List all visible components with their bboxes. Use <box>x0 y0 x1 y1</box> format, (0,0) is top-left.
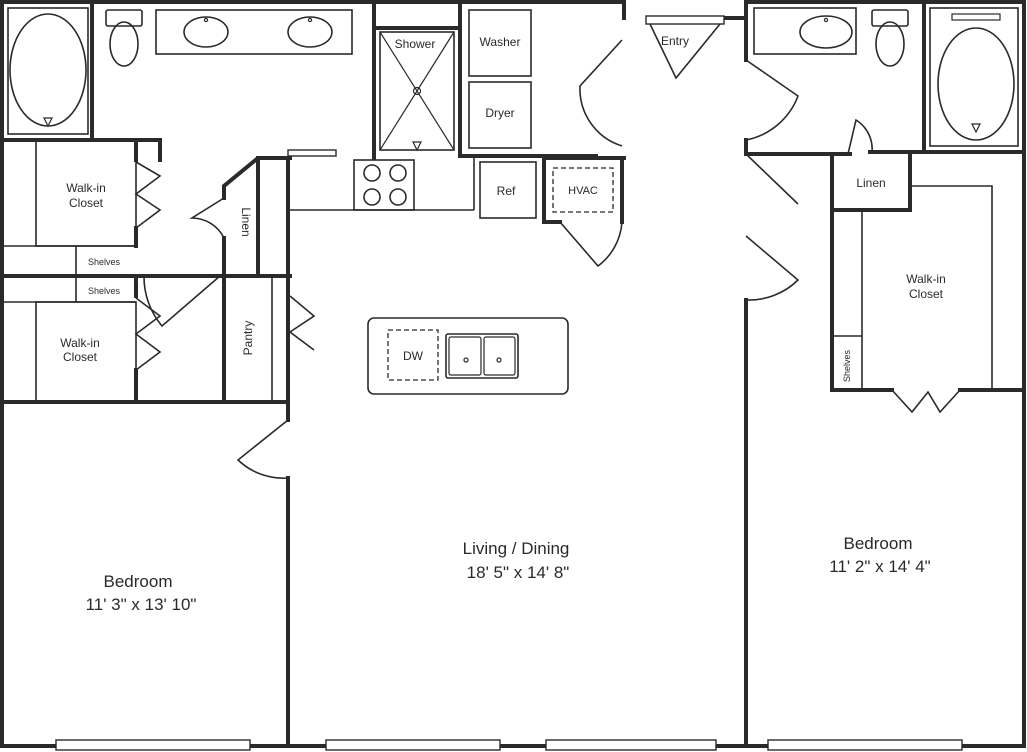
linen-right-label: Linen <box>856 176 885 190</box>
walkin-closet-bottom-label-2: Closet <box>63 350 98 364</box>
shelves-right-label: Shelves <box>842 349 852 382</box>
bedroom-right-dims: 11' 2" x 14' 4" <box>829 557 930 576</box>
right-bath-fixtures <box>753 7 1019 147</box>
walkin-closet-top-label-2: Closet <box>69 196 104 210</box>
hvac-label: HVAC <box>568 185 598 197</box>
bedroom-left-dims: 11' 3" x 13' 10" <box>86 595 197 614</box>
dw-label: DW <box>403 349 424 363</box>
windows <box>55 15 963 751</box>
ref-label: Ref <box>497 184 516 198</box>
shelves-bottom-label: Shelves <box>88 286 121 296</box>
linen-left-label: Linen <box>239 207 253 236</box>
entry-label: Entry <box>661 34 689 48</box>
living-dining-name: Living / Dining <box>463 539 570 558</box>
walkin-closet-bottom-label-1: Walk-in <box>60 336 100 350</box>
laundry <box>468 9 532 149</box>
shower-fixture <box>379 31 455 152</box>
walkin-closet-right-label-1: Walk-in <box>906 272 946 286</box>
kitchen <box>288 158 614 395</box>
room-labels: Bedroom 11' 3" x 13' 10" Living / Dining… <box>86 534 931 614</box>
shelves-top-label: Shelves <box>88 257 121 267</box>
thin-details <box>2 139 993 403</box>
pantry-label: Pantry <box>241 321 255 356</box>
walkin-closet-right-label-2: Closet <box>909 287 944 301</box>
living-dining-dims: 18' 5" x 14' 8" <box>467 563 570 582</box>
fixture-labels: Walk-in Closet Shelves Shelves Walk-in C… <box>60 34 946 382</box>
dryer-label: Dryer <box>485 106 514 120</box>
washer-label: Washer <box>480 35 521 49</box>
bedroom-left-name: Bedroom <box>104 572 173 591</box>
bedroom-right-name: Bedroom <box>844 534 913 553</box>
left-bath-fixtures <box>7 7 353 135</box>
shower-label: Shower <box>395 37 436 51</box>
doors <box>134 23 961 479</box>
walkin-closet-top-label-1: Walk-in <box>66 181 106 195</box>
